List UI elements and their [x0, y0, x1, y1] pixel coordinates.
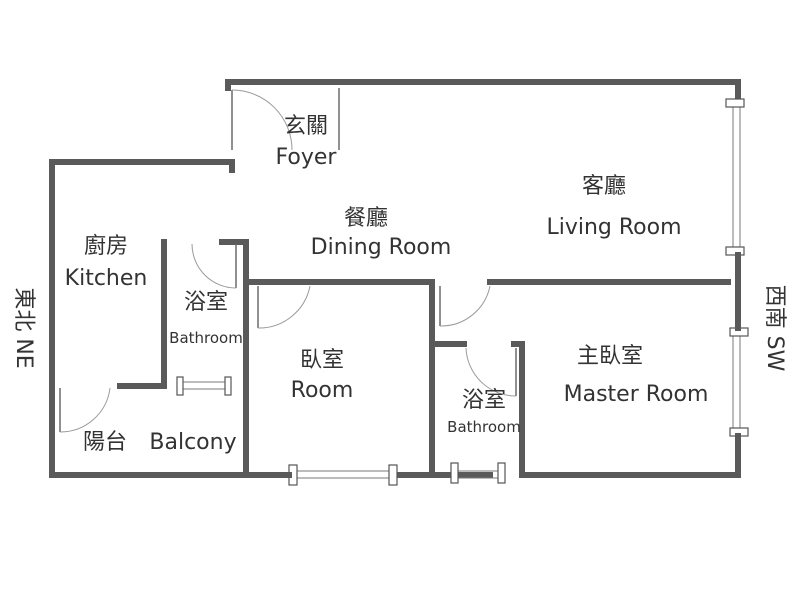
living-room-label-zh: 客廳: [581, 174, 627, 199]
master-room-label-en: Master Room: [563, 382, 709, 407]
bathroom-1-label-en: Bathroom: [169, 329, 243, 347]
orientation-right-label: 西南 SW: [762, 284, 787, 372]
interior-walls: [117, 239, 731, 478]
bathroom-2-label-zh: 浴室: [461, 388, 507, 413]
room-label-zh: 臥室: [299, 348, 345, 373]
master-room-label-zh: 主臥室: [576, 344, 644, 369]
foyer-label-zh: 玄關: [283, 114, 329, 139]
balcony-label-en: Balcony: [149, 430, 237, 455]
dining-room-label-en: Dining Room: [310, 235, 452, 260]
foyer-label-en: Foyer: [275, 145, 337, 170]
orientation-left-label: 東北 NE: [11, 287, 36, 369]
exterior-walls: [49, 79, 741, 478]
doors: [59, 88, 517, 433]
dining-room-label-zh: 餐廳: [343, 206, 389, 231]
living-room-label-en: Living Room: [546, 215, 682, 240]
bathroom-2-label-en: Bathroom: [447, 418, 521, 436]
kitchen-label-en: Kitchen: [64, 266, 148, 291]
kitchen-label-zh: 廚房: [83, 234, 129, 259]
room-label-en: Room: [290, 378, 354, 403]
windows: [176, 98, 749, 486]
bathroom-1-label-zh: 浴室: [183, 290, 229, 315]
balcony-label: 陽台: [82, 430, 128, 455]
